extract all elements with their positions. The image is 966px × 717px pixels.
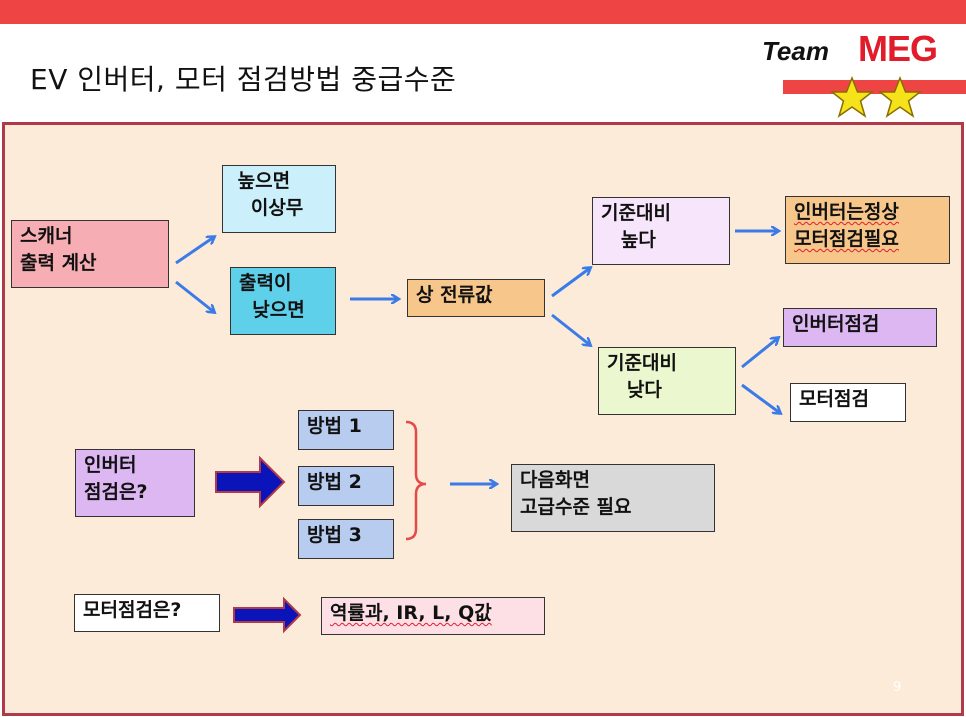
box-next-screen: 다음화면 고급수준 필요: [511, 464, 715, 532]
box-motor-values-text: 역률과, IR, L, Q값: [330, 602, 492, 624]
box-low: 출력이 낮으면: [230, 267, 336, 335]
box-motor-values: 역률과, IR, L, Q값: [321, 597, 545, 635]
logo-bar: [783, 80, 966, 94]
slide-title: EV 인버터, 모터 점검방법 중급수준: [30, 63, 457, 96]
box-method-3: 방법 3: [298, 519, 394, 559]
logo-team-text: Team: [762, 36, 829, 66]
top-banner: [0, 0, 966, 24]
box-inverter-question: 인버터 점검은?: [75, 449, 195, 517]
page-number: 9: [893, 680, 902, 695]
box-high: 높으면 이상무: [222, 165, 336, 233]
box-inverter-check: 인버터점검: [783, 308, 937, 347]
stars-icon: [829, 76, 923, 118]
box-phase-current: 상 전류값: [407, 279, 545, 317]
box-method-2: 방법 2: [298, 466, 394, 506]
box-above-reference: 기준대비 높다: [592, 197, 730, 265]
box-motor-check: 모터점검: [790, 383, 906, 422]
logo-meg-text: MEG: [858, 28, 938, 69]
box-method-1: 방법 1: [298, 410, 394, 450]
box-scanner-output: 스캐너 출력 계산: [11, 220, 169, 288]
box-motor-question: 모터점검은?: [74, 594, 220, 632]
box-inverter-ok-motor-check: 인버터는정상 모터점검필요: [785, 196, 950, 264]
box-inverter-ok-motor-check-text: 인버터는정상 모터점검필요: [794, 201, 899, 250]
box-below-reference: 기준대비 낮다: [598, 347, 736, 415]
